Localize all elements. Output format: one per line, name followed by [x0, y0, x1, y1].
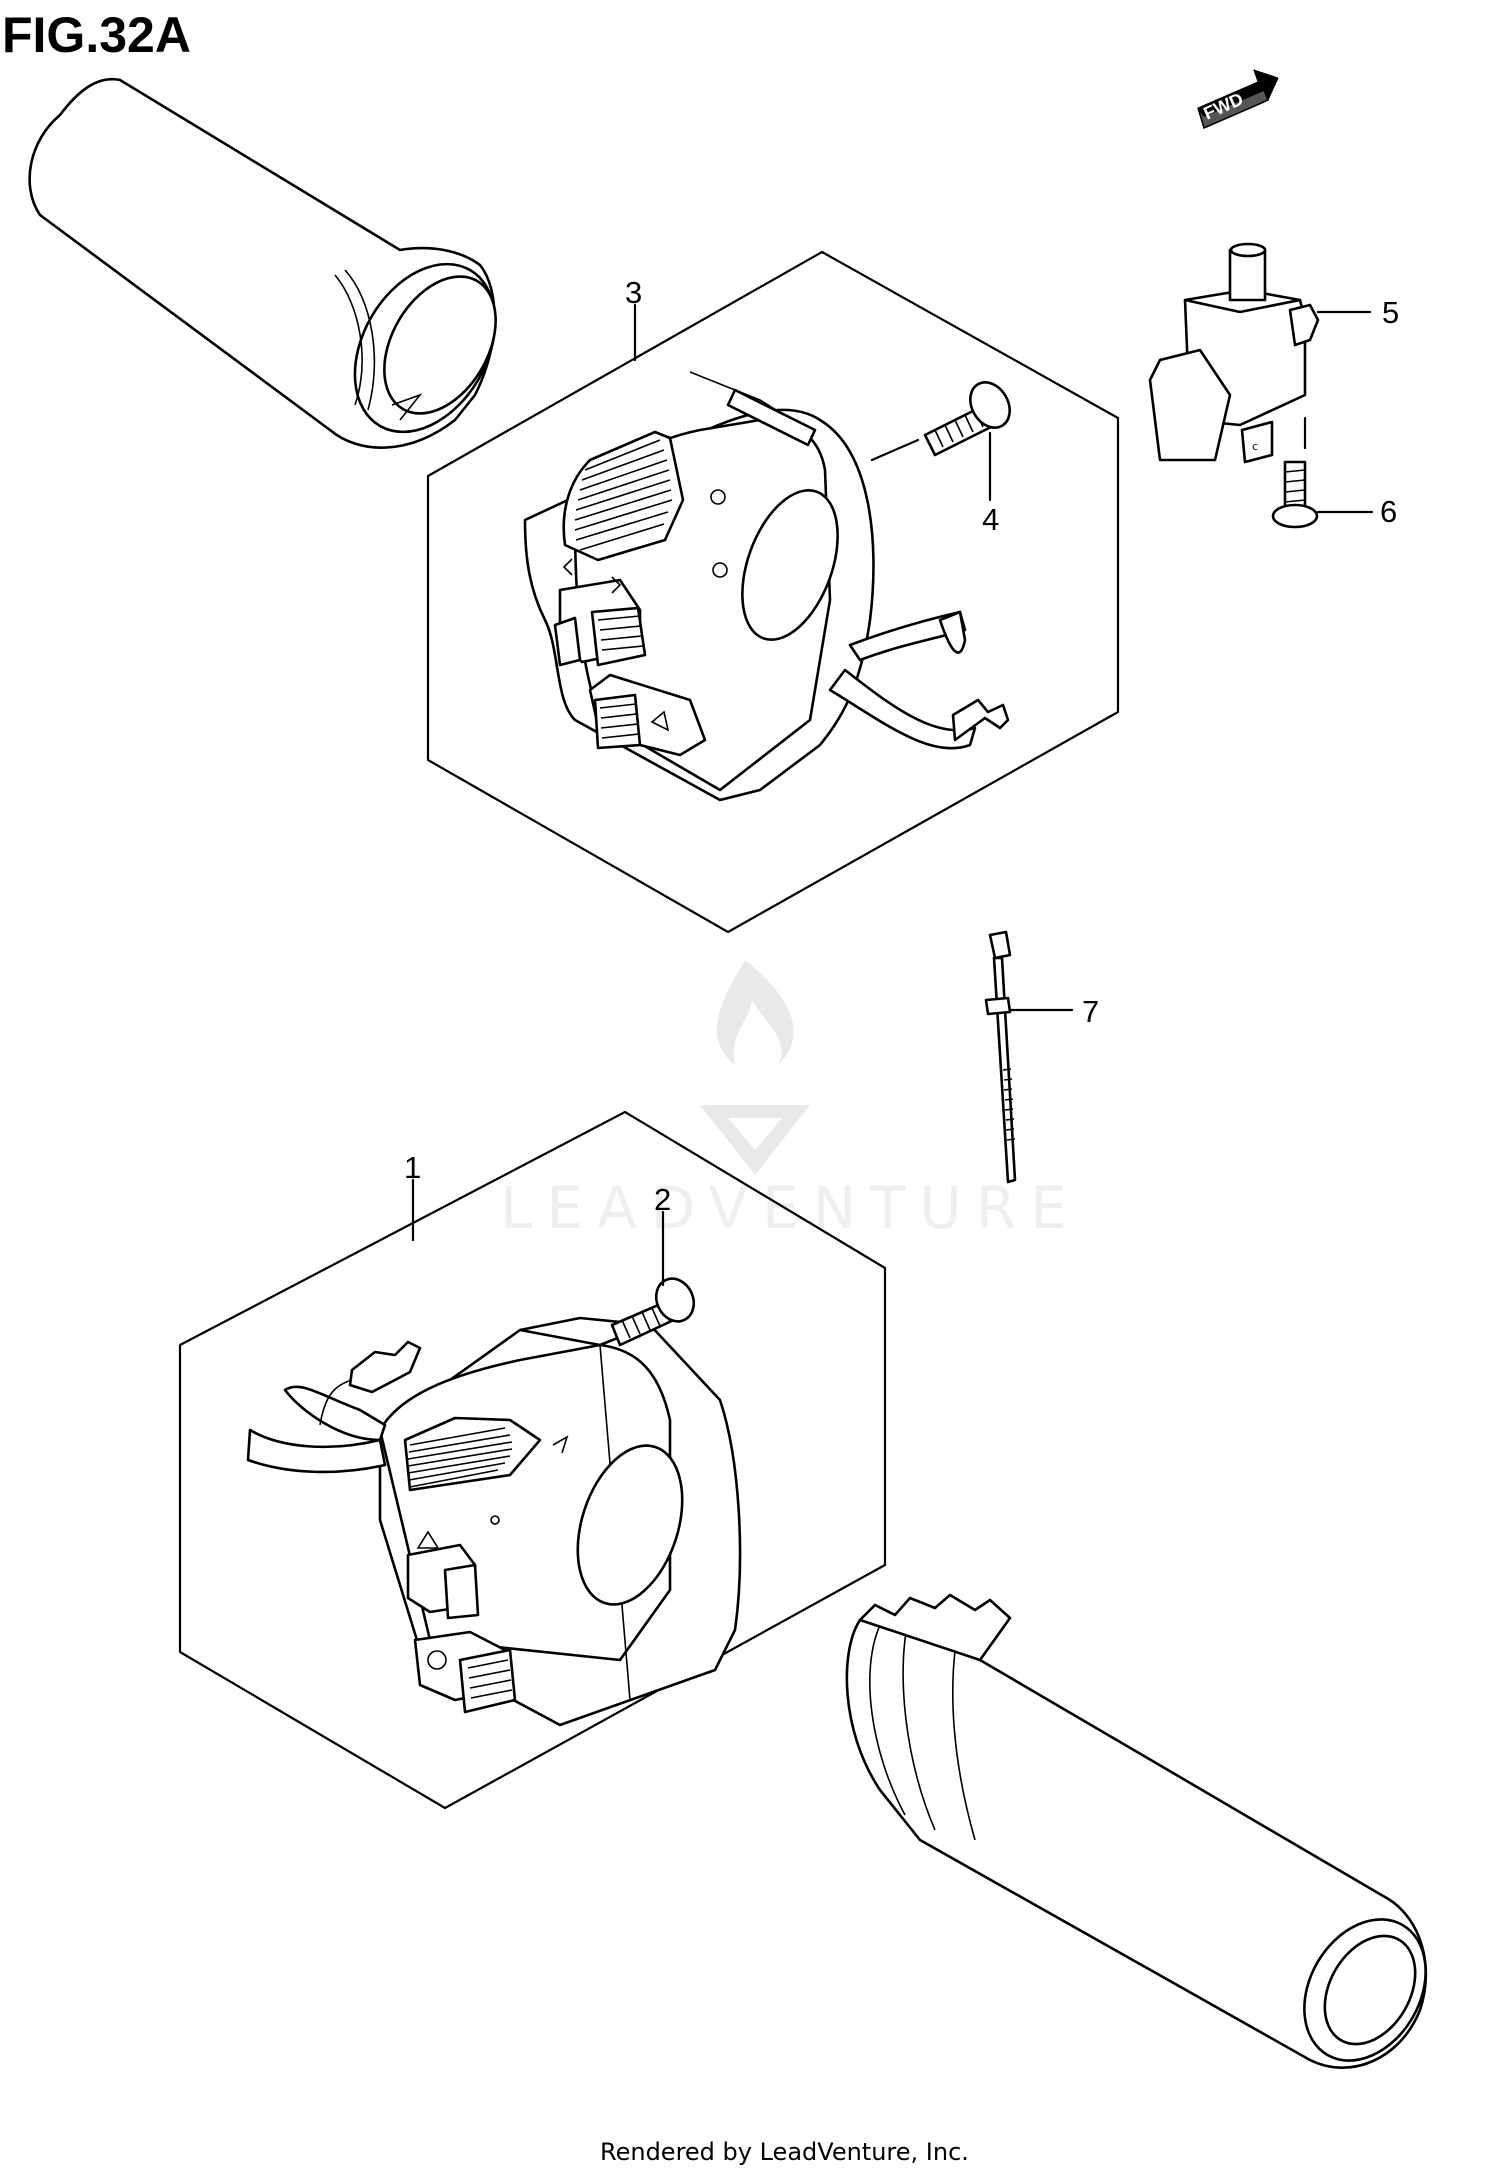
part-3-frame: [426, 250, 1120, 934]
footer-credit: Rendered by LeadVenture, Inc.: [600, 2138, 969, 2166]
callout-5: 5: [1382, 295, 1399, 330]
stop-switch-part-5: c: [1148, 242, 1372, 464]
watermark-text: LEADVENTURE: [500, 1174, 1081, 1242]
right-handlebar-switch: [523, 371, 1010, 802]
callout-3: 3: [625, 275, 642, 310]
svg-text:c: c: [1252, 440, 1258, 453]
fwd-arrow-icon: FWD: [1197, 69, 1279, 130]
leader-lines: [411, 303, 992, 1287]
figure-title: FIG.32A: [2, 7, 191, 63]
callout-6: 6: [1380, 494, 1397, 529]
cable-tie-part-7: [984, 930, 1074, 1184]
screw-part-4: [870, 381, 1011, 462]
left-handlebar-grip: [28, 77, 497, 449]
callout-4: 4: [982, 502, 999, 537]
rocker-ridges: [574, 439, 673, 551]
part-1-frame: [178, 1110, 887, 1810]
left-hand-switch: [246, 1316, 742, 1727]
callout-1: 1: [404, 1150, 421, 1185]
screw-part-6: [1271, 416, 1374, 529]
callout-7: 7: [1082, 994, 1099, 1029]
callout-2: 2: [654, 1182, 671, 1217]
screw-part-2: [610, 1277, 696, 1347]
right-throttle-grip: [845, 1593, 1428, 2069]
